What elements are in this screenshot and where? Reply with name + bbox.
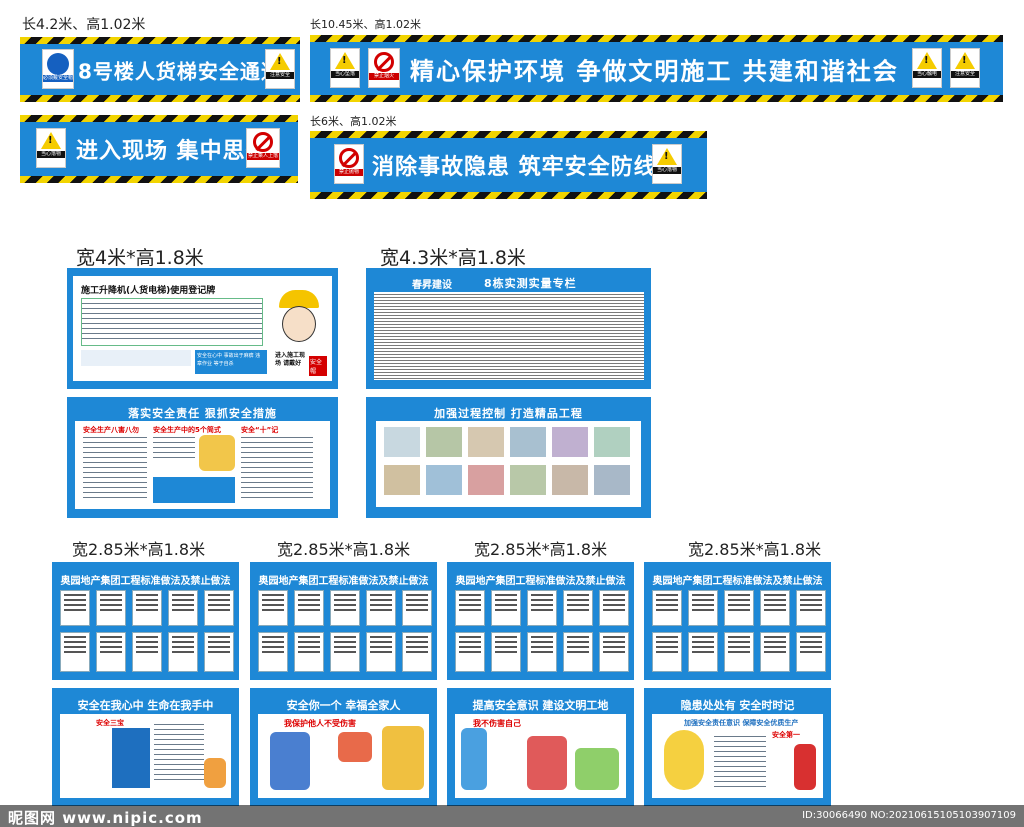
dim-label-standard-4: 宽2.85米*高1.8米: [688, 540, 822, 559]
dim-label-measure-board: 宽4.3米*高1.8米: [380, 247, 526, 269]
notice-box: 安全在心中 事故出于麻痹 违章作业 等于自杀: [195, 350, 267, 374]
board-slogan-1: 安全在我心中 生命在我手中 安全三宝: [52, 688, 239, 806]
banner-text: 精心保护环境 争做文明施工 共建和谐社会: [410, 57, 899, 85]
caution-warning-icon: !注意安全: [950, 48, 980, 88]
board-slogan-4: 隐患处处有 安全时时记 加强安全责任意识 保障安全优质生产 安全第一: [644, 688, 831, 806]
no-climb-icon: 禁止乘人上落: [246, 128, 280, 168]
no-fire-icon: 禁止烟火: [368, 48, 400, 88]
dim-label-banner1: 长4.2米、高1.02米: [22, 17, 146, 33]
falling-object-warning-icon: !当心落物: [36, 128, 66, 168]
board-title: 8栋实测实量专栏: [484, 277, 577, 290]
caution-warning-icon: !注意安全: [265, 49, 295, 89]
helmet-mandatory-icon: 必须戴安全帽: [42, 49, 74, 89]
fall-warning-icon: !当心坠落: [330, 48, 360, 88]
electric-warning-icon: !当心触电: [912, 48, 942, 88]
watermark-id: ID:30066490 NO:20210615105103907109: [802, 810, 1016, 821]
banner-text: 消除事故隐患 筑牢安全防线: [372, 155, 657, 180]
registration-table: [81, 298, 263, 346]
dim-label-banner4: 长6米、高1.02米: [310, 115, 397, 128]
banner-text: 进入现场 集中思想: [76, 139, 269, 164]
board-title: 施工升降机(人货电梯)使用登记牌: [81, 286, 216, 296]
watermark-bar: 昵图网 www.nipic.com ID:30066490 NO:2021061…: [0, 805, 1024, 827]
dim-label-banner2: 长10.45米、高1.02米: [310, 18, 421, 31]
sign-strip: [81, 350, 191, 366]
banner-environment: !当心坠落 禁止烟火 精心保护环境 争做文明施工 共建和谐社会 !当心触电 !注…: [310, 35, 1003, 102]
banner-enter-site: !当心落物 进入现场 集中思想 禁止乘人上落: [20, 115, 298, 183]
brand-logo: 春昇建设: [412, 280, 452, 291]
helmet-cartoon: 进入施工现场 请戴好 安全帽: [271, 282, 327, 378]
board-process-control: 加强过程控制 打造精品工程: [366, 397, 651, 518]
safety-cartoon: [199, 435, 235, 471]
board-slogan-3: 提高安全意识 建设文明工地 我不伤害自己: [447, 688, 634, 806]
board-standard-3: 奥园地产集团工程标准做法及禁止做法: [447, 562, 634, 680]
board-elevator-registration: 施工升降机(人货电梯)使用登记牌 安全在心中 事故出于麻痹 违章作业 等于自杀 …: [67, 268, 338, 389]
board-standard-2: 奥园地产集团工程标准做法及禁止做法: [250, 562, 437, 680]
dim-label-standard-1: 宽2.85米*高1.8米: [72, 540, 206, 559]
board-responsibility: 落实安全责任 狠抓安全措施 安全生产八害八勿 安全生产中的5个简式 安全“十”记: [67, 397, 338, 518]
dim-label-standard-2: 宽2.85米*高1.8米: [277, 540, 411, 559]
dim-label-elevator-board: 宽4米*高1.8米: [76, 247, 204, 269]
no-throw-icon: 禁止抛物: [334, 144, 364, 184]
banner-text: 8号楼人货梯安全通道: [78, 59, 282, 83]
falling-object-warning-icon: !当心落物: [652, 144, 682, 184]
measurement-table: [374, 292, 644, 380]
board-standard-1: 奥园地产集团工程标准做法及禁止做法: [52, 562, 239, 680]
watermark-site: 昵图网 www.nipic.com: [8, 809, 203, 827]
board-standard-4: 奥园地产集团工程标准做法及禁止做法: [644, 562, 831, 680]
board-measurement: 春昇建设 8栋实测实量专栏: [366, 268, 651, 389]
board-slogan-2: 安全你一个 幸福全家人 我保护他人不受伤害: [250, 688, 437, 806]
dim-label-standard-3: 宽2.85米*高1.8米: [474, 540, 608, 559]
banner-elevator-passage: 必须戴安全帽 8号楼人货梯安全通道 !注意安全: [20, 37, 300, 102]
banner-eliminate-hazards: 禁止抛物 消除事故隐患 筑牢安全防线 !当心落物: [310, 131, 707, 199]
